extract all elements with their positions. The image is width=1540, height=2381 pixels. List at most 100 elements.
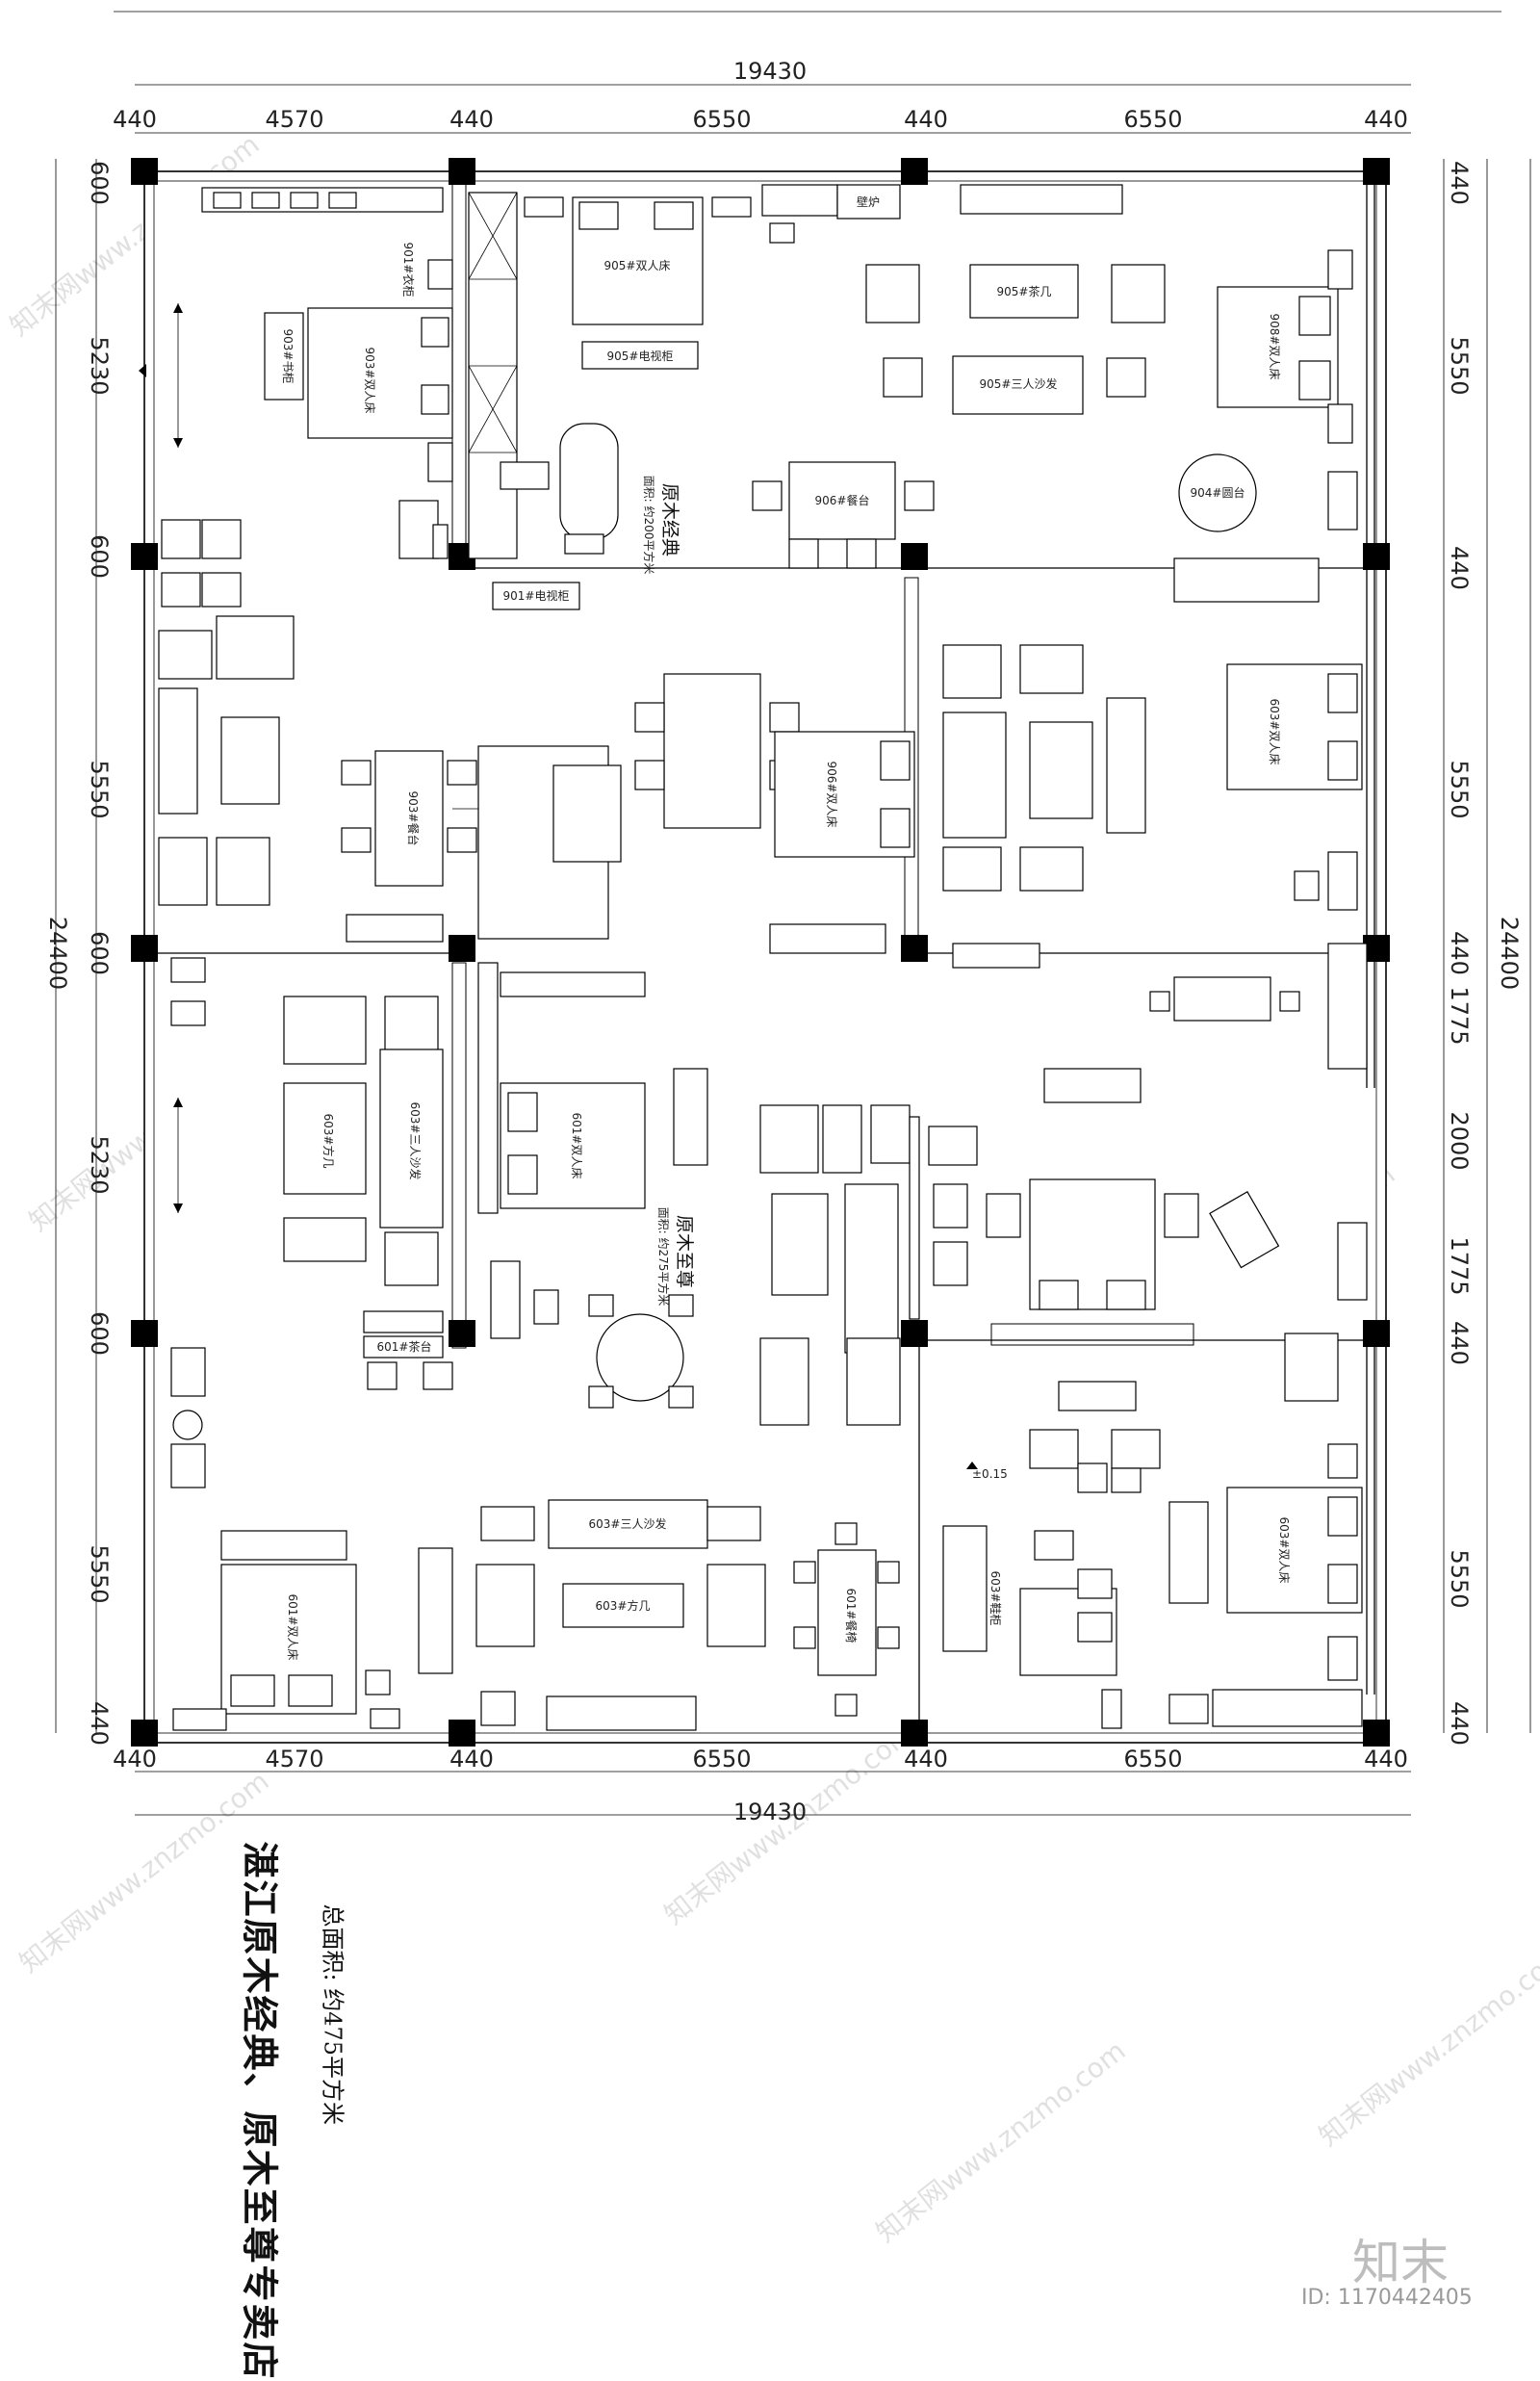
dim-bottom-segment: 440 [449,1746,494,1773]
bed-603-bottom-right-label: 603#双人床 [1277,1517,1291,1584]
dim-top-segment: 440 [904,106,948,133]
bed-905-label: 905#双人床 [604,259,671,272]
wardrobe-901: 901#衣柜 [401,192,518,559]
dining-903 [374,750,444,887]
zone-supreme-area: 面积: 约275平方米 [656,1207,671,1307]
structural-column [1363,543,1390,570]
brand-watermark: 知末 [1352,2235,1449,2290]
dim-right-segment: 440 [1446,546,1473,590]
zone-classic-area: 面积: 约200平方米 [642,476,656,575]
coffee-table-603 [283,1082,367,1195]
round-table-904-label: 904#圆台 [1191,485,1245,500]
floor-plan-drawing: 知末网www.znzmo.com 知末网www.znzmo.com 知末网www… [4,11,1540,2249]
sofa-603-label: 603#三人沙发 [408,1102,423,1180]
dim-left-segment: 600 [86,534,113,579]
structural-column [131,158,158,185]
dim-left-segment: 5550 [86,760,113,818]
dim-bottom-segment: 440 [1364,1746,1408,1773]
room-603-center [759,1068,1368,1426]
dim-overall-top: 19430 [733,58,807,85]
dim-left-segment: 5230 [86,1135,113,1194]
dim-right-segment: 5550 [1446,1549,1473,1608]
dim-bottom-segment: 440 [904,1746,948,1773]
dining-601-label: 601#餐椅 [844,1589,859,1643]
structural-column [131,543,158,570]
dim-right-segment: 1775 [1446,1236,1473,1295]
dim-overall-right: 24400 [1496,917,1523,990]
room-906: 906#餐台 906#双人床 [634,461,935,954]
tea-table-601-label: 601#茶台 [377,1339,432,1354]
bed-906-label: 906#双人床 [825,762,838,828]
drawing-title-block: 湛江原木经典、原木至尊专卖店 总面积: 约475平方米 [234,1829,346,2381]
room-601-center: 601#双人床 原木至尊 面积: 约275平方米 [477,962,708,1409]
dim-top-segment: 6550 [1123,106,1182,133]
bed-601-label: 601#双人床 [570,1113,583,1179]
sofa-603-bottom-label: 603#三人沙发 [589,1516,667,1531]
zone-supreme-title: 原木至尊 [674,1215,695,1288]
round-table-601 [596,1313,684,1402]
sofa-905-label: 905#三人沙发 [980,376,1058,391]
room-905-bedroom: 905#双人床 905#电视柜 原木经典 面积: 约200平方米 901#电视柜 [492,184,838,610]
zone-classic-title: 原木经典 [659,483,680,556]
fireplace [836,184,901,220]
structural-column [131,1320,158,1347]
dining-round-906 [559,423,619,540]
tv-cabinet-905-label: 905#电视柜 [607,349,674,363]
structural-column [901,543,928,570]
dim-overall-left: 24400 [44,917,71,990]
dresser-903 [264,312,304,401]
room-603-right: 603#双人床 [942,644,1368,1070]
structural-column [901,158,928,185]
room-601-left: 603#三人沙发 603#方几 601#茶台 [170,957,453,1390]
dim-left-segment: 600 [86,161,113,205]
structural-column [131,935,158,962]
dim-top-segment: 6550 [692,106,751,133]
level-mark: ±0.15 [972,1467,1008,1481]
room-903-bedroom: 903#双人床 903#书柜 [139,187,453,559]
sofa-603 [379,1048,444,1229]
coffee-table-905 [969,264,1079,319]
dim-overall-bottom: 19430 [733,1799,807,1825]
structural-column [1363,158,1390,185]
structural-column [449,1320,475,1347]
coffee-table-603-bottom [562,1583,684,1628]
tv-cabinet-901-label: 901#电视柜 [503,588,570,603]
dim-bottom-segment: 440 [113,1746,157,1773]
structural-column [901,1720,928,1747]
shoe-cabinet-603-label: 603#鞋柜 [988,1571,1003,1626]
coffee-table-603-bottom-label: 603#方几 [596,1598,651,1613]
structural-column [1363,1320,1390,1347]
dining-906-label: 906#餐台 [815,493,870,507]
dim-right-segment: 440 [1446,1321,1473,1365]
structural-column [901,935,928,962]
dim-left-segment: 600 [86,931,113,975]
wardrobe-901-label: 901#衣柜 [401,243,416,298]
room-903-living: 903#餐台 [158,519,622,943]
dining-903-label: 903#餐台 [406,791,421,846]
image-id-text: ID: 1170442405 [1301,2286,1473,2310]
bed-908-label: 908#双人床 [1268,314,1281,380]
tv-cabinet-905 [581,341,699,370]
dresser-903-label: 903#书柜 [281,329,295,384]
coffee-table-905-label: 905#茶几 [997,284,1052,298]
structural-column [449,1720,475,1747]
structural-column [901,1320,928,1347]
dim-left-segment: 440 [86,1701,113,1746]
coffee-table-603-label: 603#方几 [321,1114,336,1169]
structural-column [449,935,475,962]
dining-906 [788,461,896,540]
dim-top-segment: 440 [113,106,157,133]
dim-top-segment: 440 [1364,106,1408,133]
dim-left-segment: 5550 [86,1544,113,1603]
structural-columns [131,158,1390,1747]
dimension-lines [55,11,1531,1816]
structural-column [131,1720,158,1747]
dim-bottom-segment: 6550 [1123,1746,1182,1773]
round-table-904 [1178,453,1257,532]
watermark: 知末网www.znzmo.com [870,2034,1132,2248]
bed-903-label: 903#双人床 [363,348,376,414]
dim-bottom-segment: 4570 [265,1746,323,1773]
